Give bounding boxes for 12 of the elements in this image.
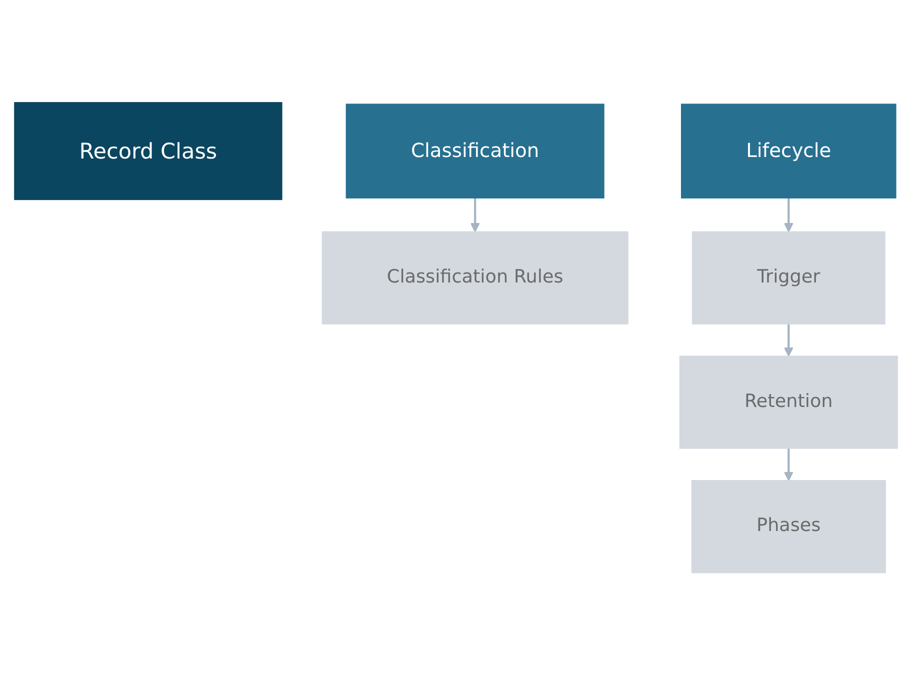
node-box xyxy=(691,480,886,574)
arrow xyxy=(470,198,480,232)
node-box xyxy=(679,356,898,449)
diagram: Record Class Classification Lifecycle Classification Rules Trigger Retention Phases xyxy=(6,94,906,582)
node-box xyxy=(14,102,282,200)
arrow xyxy=(784,324,794,356)
node-box xyxy=(346,104,604,198)
arrow xyxy=(784,448,794,481)
node-box xyxy=(692,231,886,324)
arrow xyxy=(784,198,794,232)
node-box xyxy=(680,104,896,198)
node-box xyxy=(322,231,628,324)
